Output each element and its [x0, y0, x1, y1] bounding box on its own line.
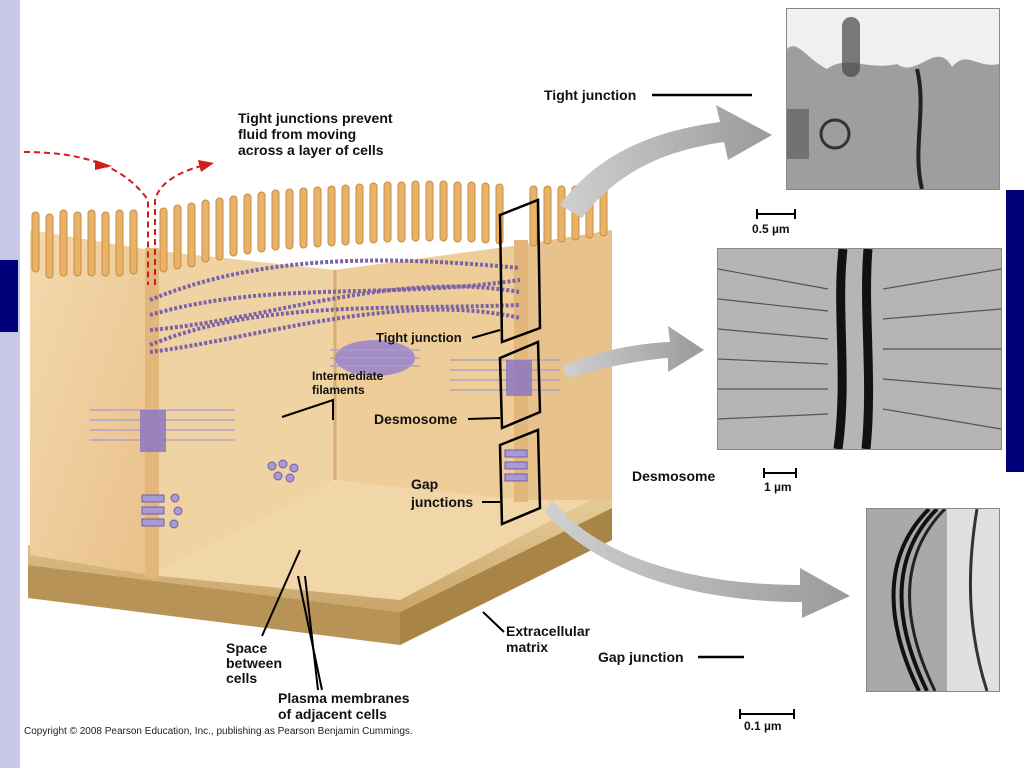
gray-pointer-arrows — [545, 105, 850, 618]
fluid-arrowhead-right — [198, 160, 214, 172]
plasma-membranes-label: Plasma membranes of adjacent cells — [278, 690, 410, 722]
gap-junction-connexons — [141, 449, 528, 529]
tight-scale-label: 0.5 µm — [752, 222, 790, 236]
intermediate-line-1: Intermediate — [312, 369, 384, 383]
plasma-line-1: Plasma membranes — [278, 690, 410, 706]
slide-right-accent — [1006, 190, 1024, 472]
gap-inner-line-1: Gap — [411, 476, 439, 492]
space-line-3: cells — [226, 670, 258, 686]
tight-scale-bar — [756, 209, 796, 219]
tight-junction-micrograph-label: Tight junction — [544, 87, 637, 103]
gap-scale-label: 0.1 µm — [744, 719, 782, 733]
tight-junction-inner-label: Tight junction — [376, 330, 462, 345]
desmosome-scale-bar — [763, 468, 797, 478]
space-between-cells-label: Space between cells — [226, 641, 282, 686]
tight-prevent-line-1: Tight junctions prevent — [238, 110, 393, 126]
desmosome-micrograph-label: Desmosome — [632, 468, 716, 484]
gap-junctions-inner-label: Gap junctions — [411, 476, 473, 510]
junction-outline-frames — [498, 198, 542, 526]
gap-inner-line-2: junctions — [411, 494, 474, 510]
label-leader-lines — [261, 329, 505, 691]
tight-junction-micrograph — [786, 8, 1000, 190]
space-line-1: Space — [226, 640, 268, 656]
tight-junction-strands — [149, 258, 521, 354]
space-line-2: between — [226, 655, 283, 671]
gap-scale-bar — [739, 709, 795, 719]
ecm-line-1: Extracellular — [506, 623, 591, 639]
intermediate-line-2: filaments — [312, 383, 365, 397]
extracellular-matrix-label: Extracellular matrix — [506, 623, 590, 655]
desmosome-scale-label: 1 µm — [764, 480, 792, 494]
plasma-line-2: of adjacent cells — [278, 706, 387, 722]
copyright-notice: Copyright © 2008 Pearson Education, Inc.… — [24, 726, 413, 737]
gap-junction-micrograph-label: Gap junction — [598, 649, 684, 665]
ecm-line-2: matrix — [506, 639, 549, 655]
desmosome-inner-label: Desmosome — [374, 411, 458, 427]
fluid-arrowhead-left — [95, 160, 112, 170]
tight-prevent-line-3: across a layer of cells — [238, 142, 384, 158]
intermediate-filaments-label: Intermediate filaments — [312, 369, 383, 397]
tight-prevent-line-2: fluid from moving — [238, 126, 357, 142]
extracellular-matrix-slab — [28, 488, 612, 645]
desmosome-micrograph — [717, 248, 1002, 450]
desmosome-plaques — [90, 340, 560, 452]
slide-left-border — [0, 0, 20, 768]
tight-junctions-prevent-label: Tight junctions prevent fluid from movin… — [238, 110, 393, 158]
gap-junction-micrograph — [866, 508, 1000, 692]
slide-left-accent — [0, 260, 18, 332]
micrograph-pointer-lines — [652, 93, 752, 659]
